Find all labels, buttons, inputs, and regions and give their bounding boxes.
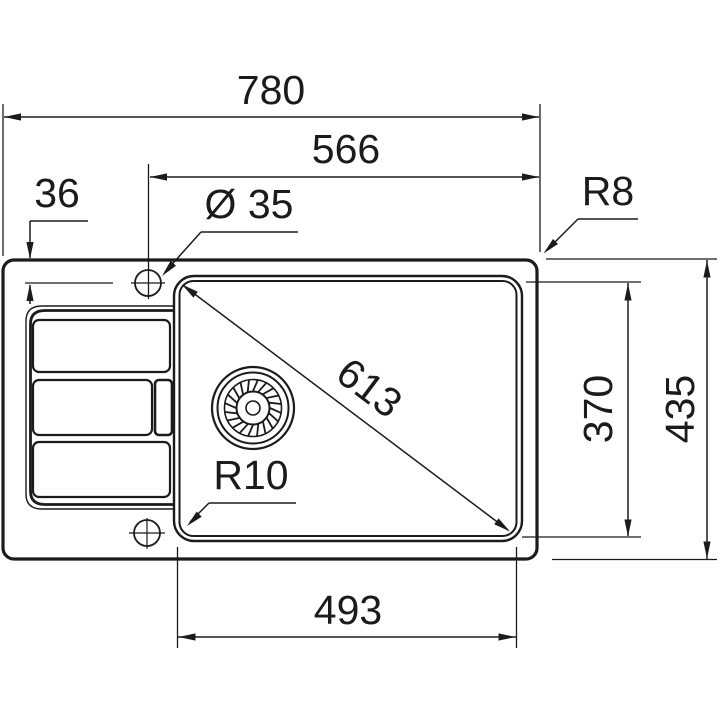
drain-spoke bbox=[232, 387, 240, 399]
drain-center-hole bbox=[245, 400, 261, 416]
drain-spoke bbox=[224, 402, 237, 409]
dim-493-label: 493 bbox=[314, 587, 382, 633]
dim-36-arrow-up bbox=[26, 284, 34, 301]
r8-arrow bbox=[543, 239, 558, 254]
r10-label: R10 bbox=[213, 452, 288, 498]
dim-435-arrow-down bbox=[703, 541, 711, 559]
dim-tap-to-edge: 566 bbox=[147, 126, 539, 299]
dia35-label: Ø 35 bbox=[205, 181, 294, 227]
dia35-arrow bbox=[162, 260, 176, 276]
drainboard-overflow-channel bbox=[153, 378, 174, 437]
drain-spoke bbox=[227, 393, 238, 404]
drainboard-outline bbox=[29, 309, 175, 506]
drain-spoke bbox=[256, 424, 260, 437]
dim-566-label: 566 bbox=[312, 126, 380, 172]
drain-spoke bbox=[269, 407, 282, 414]
bowl-rim-inner bbox=[178, 280, 518, 537]
drain-spoke bbox=[246, 379, 250, 392]
dim-566-arrow-left bbox=[150, 173, 167, 181]
dim-bowl-corner-radius: R10 bbox=[187, 452, 296, 526]
drain-second-ring bbox=[216, 371, 290, 445]
drain-spokes bbox=[224, 379, 282, 437]
dim-613-line bbox=[183, 285, 509, 531]
dim-780-arrow-left bbox=[4, 113, 21, 121]
dim-36-arrow-down bbox=[26, 242, 34, 259]
drainboard-panel-3 bbox=[31, 440, 172, 499]
dim-overall-length: 780 bbox=[2, 67, 541, 256]
drain-outer-ring bbox=[210, 365, 296, 451]
drainboard-panel-2 bbox=[31, 378, 154, 437]
dim-bowl-width: 370 bbox=[522, 281, 641, 538]
dim-493-arrow-right bbox=[498, 633, 516, 641]
drain-spoke bbox=[252, 379, 259, 392]
dim-370-arrow-down bbox=[624, 519, 632, 537]
tap-hole-bottom bbox=[129, 518, 165, 549]
dim-613-label: 613 bbox=[328, 349, 410, 427]
dim-613-arrow-topleft bbox=[182, 284, 198, 298]
drain-spoke bbox=[268, 412, 279, 423]
drain-spoke bbox=[247, 424, 254, 437]
drain-inner-disc bbox=[235, 390, 271, 426]
dim-370-label: 370 bbox=[575, 375, 621, 443]
dim-435-label: 435 bbox=[657, 375, 703, 443]
sink-plan bbox=[1, 258, 539, 561]
dim-outer-corner-radius: R8 bbox=[543, 168, 638, 254]
dim-566-arrow-right bbox=[522, 173, 539, 181]
r8-label: R8 bbox=[582, 168, 634, 214]
drain-spoke bbox=[262, 421, 267, 434]
sink-outline bbox=[1, 258, 539, 561]
r10-arrow bbox=[187, 511, 202, 526]
drain-spoke bbox=[266, 417, 274, 429]
dim-780-arrow-right bbox=[522, 113, 539, 121]
dim-overall-depth: 435 bbox=[546, 258, 717, 561]
drain-strainer bbox=[210, 365, 296, 451]
dim-rim-to-tap: 36 bbox=[25, 170, 113, 304]
drain-spoke-ring bbox=[223, 378, 283, 438]
drain-spoke bbox=[239, 382, 244, 395]
dim-780-label: 780 bbox=[237, 67, 305, 113]
drain-spoke bbox=[224, 411, 237, 415]
dim-tap-hole-diameter: Ø 35 bbox=[162, 181, 298, 276]
drainboard-panel-1 bbox=[31, 318, 172, 374]
dim-493-arrow-left bbox=[178, 633, 196, 641]
drain-spoke bbox=[257, 382, 268, 393]
bowl-rim-outer bbox=[172, 274, 524, 543]
drain-spoke bbox=[266, 394, 279, 399]
drain-spoke bbox=[238, 423, 249, 434]
drain-spoke bbox=[227, 417, 240, 422]
dim-613-arrow-bottomright bbox=[494, 518, 510, 532]
drain-spoke bbox=[269, 401, 282, 405]
dim-bowl-length: 493 bbox=[176, 547, 518, 648]
drain-spoke bbox=[232, 421, 244, 429]
drain-spoke bbox=[262, 387, 274, 395]
drainboard-outline-thin bbox=[25, 305, 175, 510]
dim-370-arrow-up bbox=[624, 283, 632, 301]
dim-435-arrow-up bbox=[703, 260, 711, 278]
dim-36-label: 36 bbox=[34, 170, 80, 216]
